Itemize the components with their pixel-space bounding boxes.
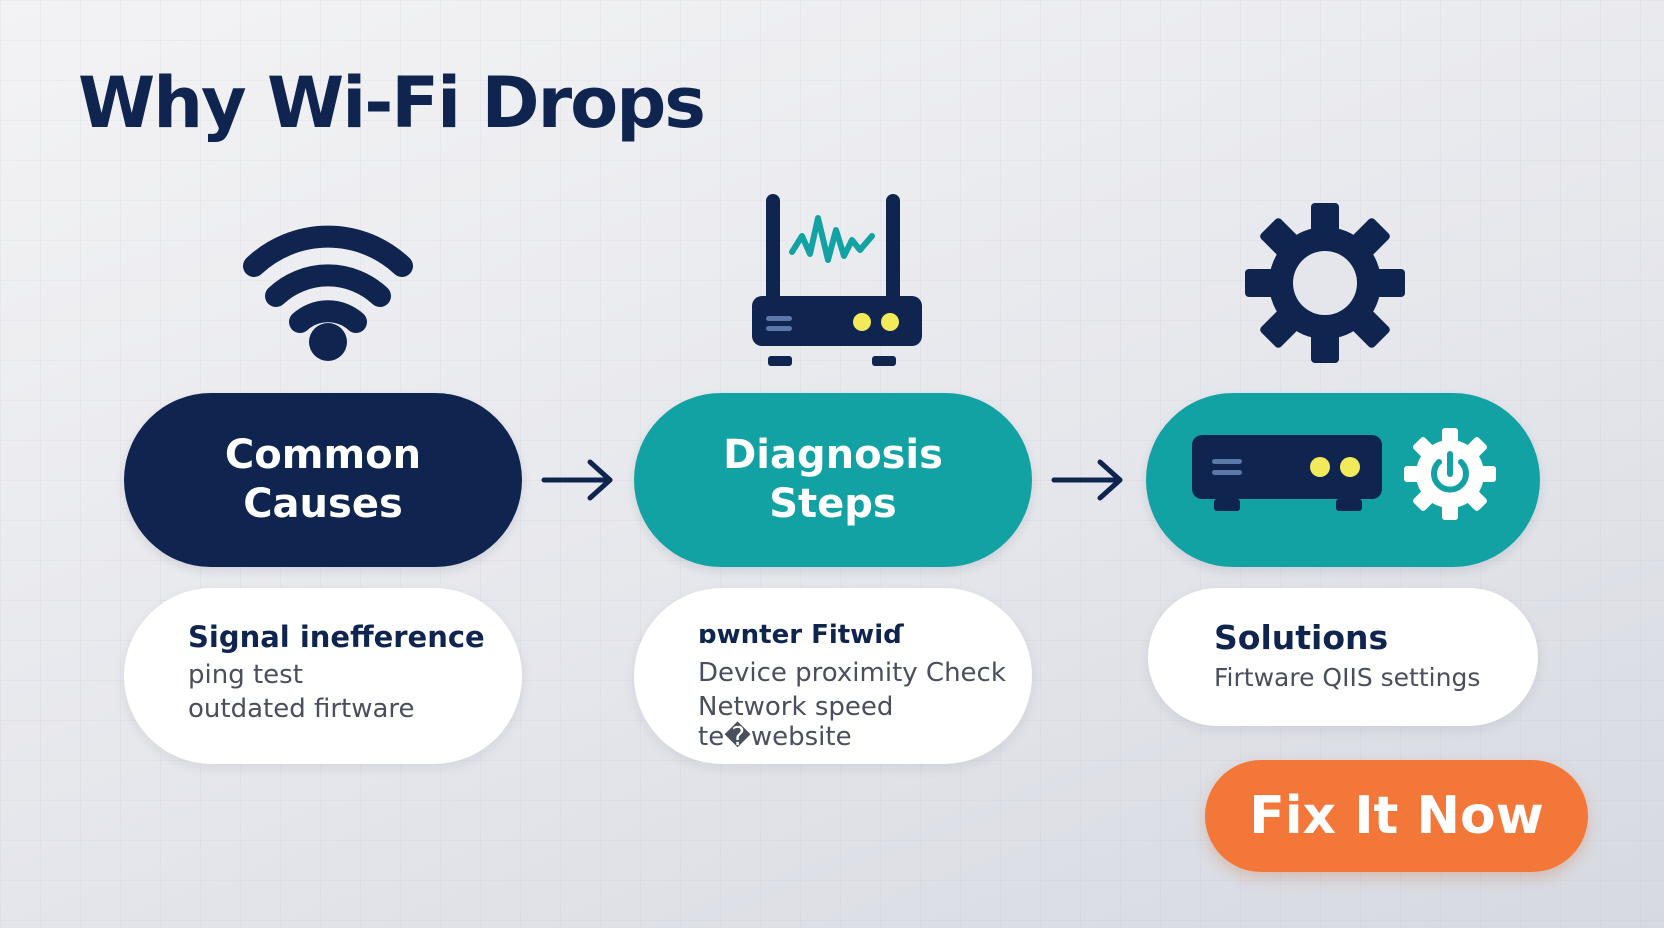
pill-label: Common bbox=[224, 432, 422, 478]
solutions-card: Solutions Firtware QIIS settings bbox=[1148, 588, 1538, 726]
solutions-pill bbox=[1146, 393, 1540, 567]
pill-label: Steps bbox=[769, 481, 897, 527]
gear-icon bbox=[1245, 203, 1405, 363]
card-line: Device proximity Check bbox=[698, 658, 1006, 688]
card-heading: Signal inefference bbox=[188, 620, 485, 654]
fix-it-now-button[interactable]: Fix It Now bbox=[1205, 760, 1588, 872]
card-line: outdated firtware bbox=[188, 694, 415, 724]
power-gear-icon bbox=[1404, 428, 1496, 532]
pill-label: Causes bbox=[243, 481, 403, 527]
card-line: Network speed te�website bbox=[698, 692, 894, 752]
pill-label: Diagnosis bbox=[723, 432, 943, 478]
diagnosis-steps-pill: Diagnosis Steps bbox=[634, 393, 1032, 567]
card-heading: ɒwnter Fitwiɗ bbox=[698, 620, 904, 650]
causes-card: Signal inefference ping test outdated fi… bbox=[124, 588, 522, 764]
page-title: Why Wi-Fi Drops bbox=[78, 62, 706, 144]
common-causes-pill: Common Causes bbox=[124, 393, 522, 567]
diagnosis-card: ɒwnter Fitwiɗ Device proximity Check Net… bbox=[634, 588, 1032, 764]
arrow-right-icon bbox=[1050, 458, 1126, 502]
router-icon bbox=[1190, 435, 1384, 525]
card-heading: Solutions bbox=[1214, 618, 1389, 657]
arrow-right-icon bbox=[540, 458, 616, 502]
card-line: ping test bbox=[188, 660, 303, 690]
wifi-icon bbox=[240, 218, 416, 366]
card-line: Firtware QIIS settings bbox=[1214, 663, 1481, 692]
router-signal-icon bbox=[744, 192, 922, 366]
